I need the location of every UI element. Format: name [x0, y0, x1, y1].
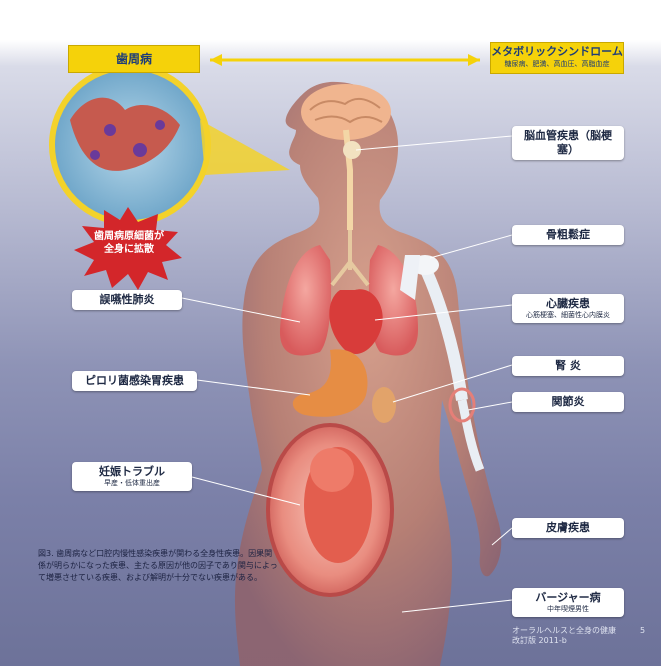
label-pylori-gastric: ピロリ菌感染胃疾患	[72, 371, 197, 391]
footer: オーラルヘルスと全身の健康 改訂版 2011-b 5	[512, 626, 652, 646]
metabolic-syndrome-sub: 糖尿病、肥満、高血圧、高脂血症	[491, 59, 623, 69]
label-arthritis: 関節炎	[512, 392, 624, 412]
page-number: 5	[640, 626, 645, 636]
label-nephritis: 腎 炎	[512, 356, 624, 376]
periodontal-disease-box: 歯周病	[68, 45, 200, 73]
label-pregnancy-trouble: 妊娠トラブル 早産・低体重出産	[72, 462, 192, 491]
label-cerebrovascular: 脳血管疾患（脳梗塞）	[512, 126, 624, 160]
kidney	[372, 387, 396, 423]
spread-burst-text: 歯周病原細菌が 全身に拡散	[84, 230, 174, 256]
metabolic-syndrome-title: メタボリックシンドローム	[491, 45, 623, 58]
label-heart-disease: 心臓疾患 心筋梗塞、細菌性心内膜炎	[512, 294, 624, 323]
label-osteoporosis: 骨粗鬆症	[512, 225, 624, 245]
label-aspiration-pneumonia: 誤嚥性肺炎	[72, 290, 182, 310]
label-buerger: バージャー病 中年喫煙男性	[512, 588, 624, 617]
label-skin-disease: 皮膚疾患	[512, 518, 624, 538]
metabolic-syndrome-box: メタボリックシンドローム 糖尿病、肥満、高血圧、高脂血症	[490, 42, 624, 74]
figure-caption: 図3. 歯周病など口腔内慢性感染疾患が関わる全身性疾患。因果関係が明らかになった…	[38, 548, 278, 584]
